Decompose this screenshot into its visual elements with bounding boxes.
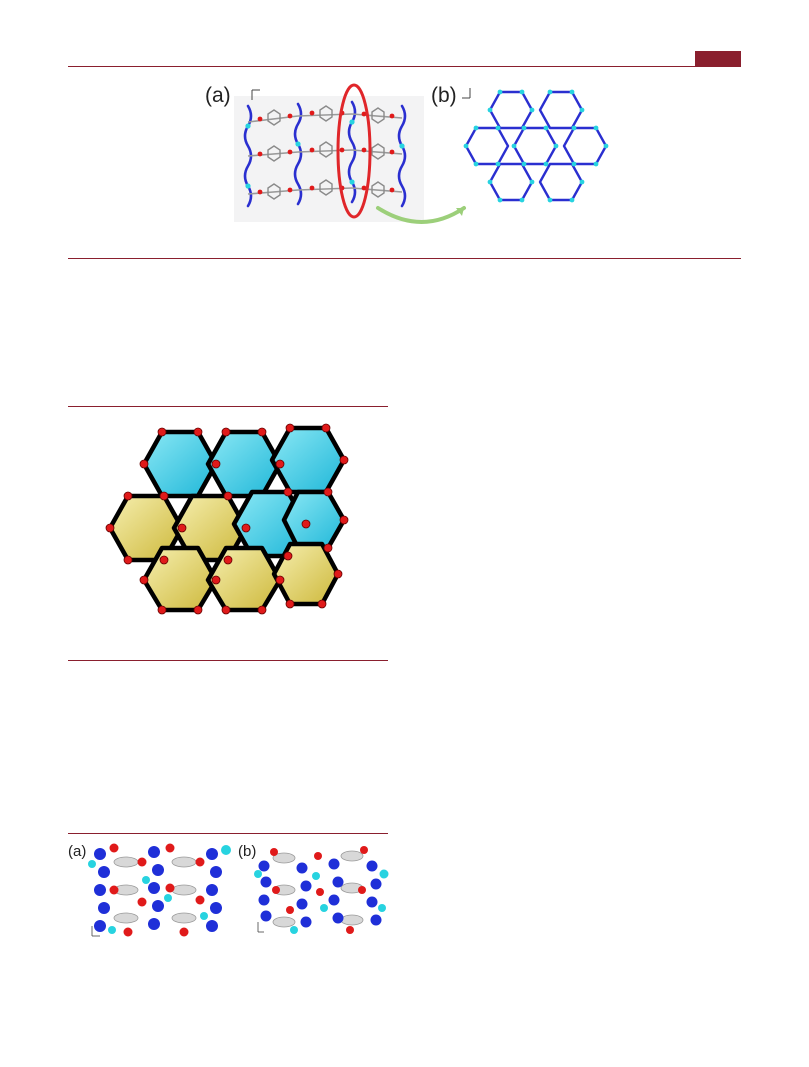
figure-3-caption-rule	[68, 833, 388, 834]
figure-1-highlight-ellipse	[336, 83, 372, 219]
figure-2-honeycomb-network	[105, 423, 349, 615]
header-rule	[68, 66, 741, 67]
figure-2-top-rule	[68, 406, 388, 407]
figure-1: (a) (b)	[200, 80, 620, 240]
figure-3-panel-b-spacefill	[254, 846, 389, 934]
figure-3-top-rule	[68, 660, 388, 661]
figure-3-panel-a-spacefill	[88, 843, 231, 937]
figure-1-bottom-rule	[68, 258, 741, 259]
figure-1-panel-b-structure	[462, 88, 609, 203]
figure-1-panel-a-structure	[234, 89, 424, 222]
figure-3-label-a: (a)	[68, 843, 87, 860]
figure-1-transition-arrow	[376, 206, 466, 224]
figure-3-label-b: (b)	[238, 843, 257, 860]
figure-1-label-b: (b)	[431, 84, 457, 107]
figure-1-label-a: (a)	[205, 84, 231, 107]
header-tab	[695, 51, 741, 66]
